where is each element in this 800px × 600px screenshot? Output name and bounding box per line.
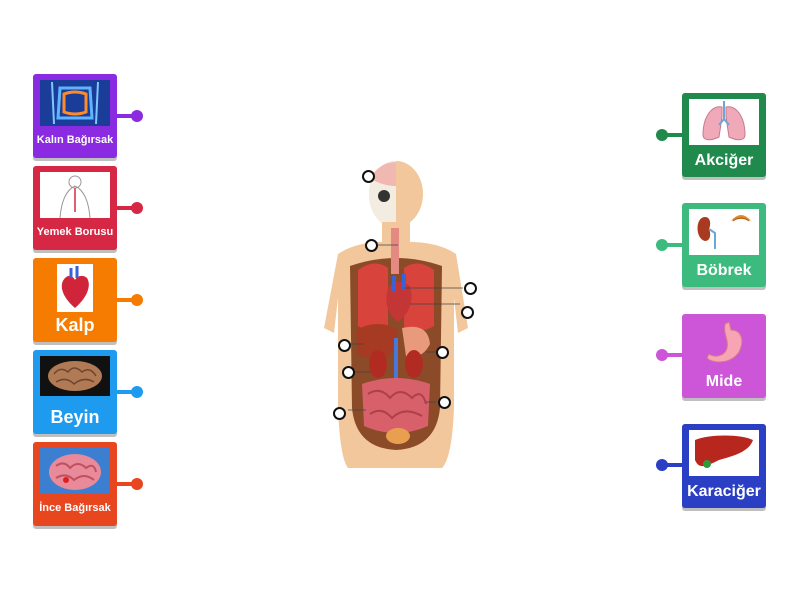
card-beyin[interactable]: Beyin xyxy=(33,350,117,434)
connector-line xyxy=(117,390,135,394)
brain-icon xyxy=(40,356,110,396)
card-label: Böbrek xyxy=(696,262,752,279)
connector-line xyxy=(665,133,683,137)
lungs-icon xyxy=(689,99,759,145)
connector-dot[interactable] xyxy=(656,459,668,471)
drop-target-2[interactable] xyxy=(365,239,378,252)
card-label: Beyin xyxy=(50,407,100,427)
connector-dot[interactable] xyxy=(131,294,143,306)
small-intestine-icon xyxy=(40,448,110,494)
card-karaciger[interactable]: Karaciğer xyxy=(682,424,766,508)
connector-line xyxy=(665,353,683,357)
connector-dot[interactable] xyxy=(131,478,143,490)
card-yemek-borusu[interactable]: Yemek Borusu xyxy=(33,166,117,250)
connector-line xyxy=(665,243,683,247)
card-bobrek[interactable]: Böbrek xyxy=(682,203,766,287)
connector-dot[interactable] xyxy=(656,239,668,251)
liver-icon xyxy=(689,430,759,476)
connector-line xyxy=(117,114,135,118)
human-body-illustration xyxy=(318,158,488,473)
card-label: Akciğer xyxy=(694,152,754,169)
card-akciger[interactable]: Akciğer xyxy=(682,93,766,177)
card-mide[interactable]: Mide xyxy=(682,314,766,398)
kidney-icon xyxy=(689,209,759,255)
drop-target-9[interactable] xyxy=(333,407,346,420)
card-kalp[interactable]: Kalp xyxy=(33,258,117,342)
drop-target-7[interactable] xyxy=(342,366,355,379)
connector-line xyxy=(117,298,135,302)
heart-icon xyxy=(57,264,93,312)
card-label: Kalp xyxy=(55,315,95,335)
connector-dot[interactable] xyxy=(131,386,143,398)
connector-dot[interactable] xyxy=(131,202,143,214)
card-label: Kalın Bağırsak xyxy=(36,134,114,146)
esophagus-icon xyxy=(40,172,110,218)
connector-dot[interactable] xyxy=(656,349,668,361)
drop-target-8[interactable] xyxy=(438,396,451,409)
drop-target-1[interactable] xyxy=(362,170,375,183)
card-label: Mide xyxy=(705,373,743,390)
drop-target-4[interactable] xyxy=(461,306,474,319)
card-label: Yemek Borusu xyxy=(36,226,114,238)
card-label: İnce Bağırsak xyxy=(39,502,111,514)
connector-line xyxy=(117,482,135,486)
stomach-icon xyxy=(689,320,759,366)
card-kalin-bagirsak[interactable]: Kalın Bağırsak xyxy=(33,74,117,158)
drop-target-5[interactable] xyxy=(338,339,351,352)
connector-dot[interactable] xyxy=(131,110,143,122)
card-label: Karaciğer xyxy=(687,483,761,500)
connector-line xyxy=(665,463,683,467)
connector-line xyxy=(117,206,135,210)
large-intestine-icon xyxy=(40,80,110,126)
connector-dot[interactable] xyxy=(656,129,668,141)
drop-target-3[interactable] xyxy=(464,282,477,295)
card-ince-bagirsak[interactable]: İnce Bağırsak xyxy=(33,442,117,526)
drop-target-6[interactable] xyxy=(436,346,449,359)
